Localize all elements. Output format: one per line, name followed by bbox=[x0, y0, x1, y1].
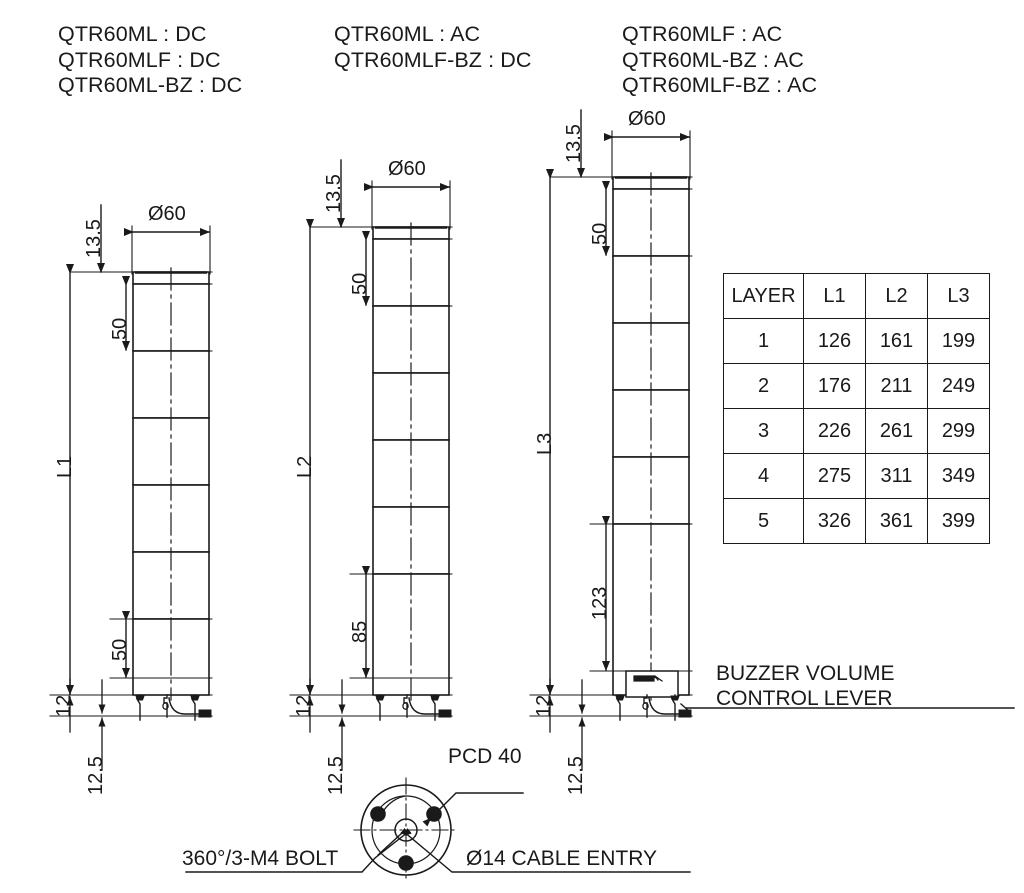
table-header-l1: L1 bbox=[803, 273, 866, 319]
dim-top-gap-view2: 13.5 bbox=[323, 174, 345, 213]
cell-l1: 275 bbox=[803, 453, 866, 499]
cell-l2: 211 bbox=[865, 363, 928, 409]
model-name: QTR60MLF-BZ : AC bbox=[622, 73, 818, 97]
cell-l2: 261 bbox=[865, 408, 928, 454]
dim-diameter-view2: Ø60 bbox=[388, 158, 426, 180]
cell-layer: 1 bbox=[723, 318, 804, 364]
dim-bolt-length-view3: 12.5 bbox=[565, 756, 587, 795]
cell-l3: 249 bbox=[927, 363, 990, 409]
cell-l1: 126 bbox=[803, 318, 866, 364]
dim-bottom-segment-view3: 123 bbox=[589, 586, 611, 620]
bolt-callout: 360°/3-M4 BOLT bbox=[182, 847, 339, 870]
model-name: QTR60MLF : AC bbox=[622, 22, 783, 46]
table-header-layer: LAYER bbox=[723, 273, 804, 319]
table-row: 2 176 211 249 bbox=[723, 363, 990, 409]
cell-layer: 5 bbox=[723, 498, 804, 544]
dim-top-gap-view3: 13.5 bbox=[563, 124, 585, 163]
cell-l1: 326 bbox=[803, 498, 866, 544]
table-row: 4 275 311 349 bbox=[723, 453, 990, 499]
buzzer-callout-line-1: BUZZER VOLUME bbox=[716, 662, 895, 685]
dim-base-height-view2: 12 bbox=[293, 694, 315, 717]
table-row: 3 226 261 299 bbox=[723, 408, 990, 454]
dim-bolt-length-view2: 12.5 bbox=[325, 756, 347, 795]
dim-top-segment-view2: 50 bbox=[349, 272, 371, 295]
dim-diameter-view3: Ø60 bbox=[628, 108, 666, 130]
dim-top-segment-view1: 50 bbox=[109, 317, 131, 340]
overall-label-view2: L2 bbox=[294, 455, 316, 478]
model-title-column-1: QTR60ML : DC QTR60MLF : DC QTR60ML-BZ : … bbox=[58, 22, 242, 99]
model-name: QTR60ML-BZ : DC bbox=[58, 73, 243, 97]
dim-top-segment-view3: 50 bbox=[589, 222, 611, 245]
cable-entry-callout: Ø14 CABLE ENTRY bbox=[466, 847, 658, 870]
dim-diameter-view1: Ø60 bbox=[148, 203, 186, 225]
table-row: 1 126 161 199 bbox=[723, 318, 990, 364]
model-title-column-2: QTR60ML : AC QTR60MLF-BZ : DC bbox=[334, 22, 532, 73]
cell-l3: 199 bbox=[927, 318, 990, 364]
overall-label-view1: L1 bbox=[54, 455, 76, 478]
cell-l1: 176 bbox=[803, 363, 866, 409]
cell-l3: 399 bbox=[927, 498, 990, 544]
buzzer-callout-line-2: CONTROL LEVER bbox=[716, 686, 893, 710]
cell-l3: 299 bbox=[927, 408, 990, 454]
table-row: 5 326 361 399 bbox=[723, 498, 990, 544]
table-header-row: LAYER L1 L2 L3 bbox=[723, 273, 990, 319]
cell-layer: 2 bbox=[723, 363, 804, 409]
model-title-block: QTR60ML : DC QTR60MLF : DC QTR60ML-BZ : … bbox=[0, 0, 1024, 110]
dim-bolt-length-view1: 12.5 bbox=[85, 756, 107, 795]
dim-top-gap-view1: 13.5 bbox=[83, 219, 105, 258]
cell-layer: 3 bbox=[723, 408, 804, 454]
cell-l2: 361 bbox=[865, 498, 928, 544]
model-name: QTR60MLF-BZ : DC bbox=[334, 47, 532, 72]
dim-bottom-segment-view1: 50 bbox=[109, 638, 131, 661]
model-name: QTR60ML : AC bbox=[334, 22, 481, 46]
model-title-column-3: QTR60MLF : AC QTR60ML-BZ : AC QTR60MLF-B… bbox=[622, 22, 817, 99]
table-header-l3: L3 bbox=[927, 273, 990, 319]
dim-base-height-view3: 12 bbox=[533, 694, 555, 717]
overall-label-view3: L3 bbox=[534, 432, 556, 455]
cell-l2: 311 bbox=[865, 453, 928, 499]
cell-l3: 349 bbox=[927, 453, 990, 499]
model-name: QTR60MLF : DC bbox=[58, 47, 221, 72]
dim-base-height-view1: 12 bbox=[53, 694, 75, 717]
cell-l2: 161 bbox=[865, 318, 928, 364]
model-name: QTR60ML-BZ : AC bbox=[622, 47, 804, 72]
table-header-l2: L2 bbox=[865, 273, 928, 319]
pcd-callout: PCD 40 bbox=[448, 745, 522, 768]
cell-layer: 4 bbox=[723, 453, 804, 499]
cell-l1: 226 bbox=[803, 408, 866, 454]
model-name: QTR60ML : DC bbox=[58, 22, 207, 46]
buzzer-callout: BUZZER VOLUME CONTROL LEVER bbox=[716, 662, 895, 711]
dim-bottom-segment-view2: 85 bbox=[349, 620, 371, 643]
dimension-table: LAYER L1 L2 L3 1 126 161 199 2 176 211 2… bbox=[723, 273, 990, 544]
